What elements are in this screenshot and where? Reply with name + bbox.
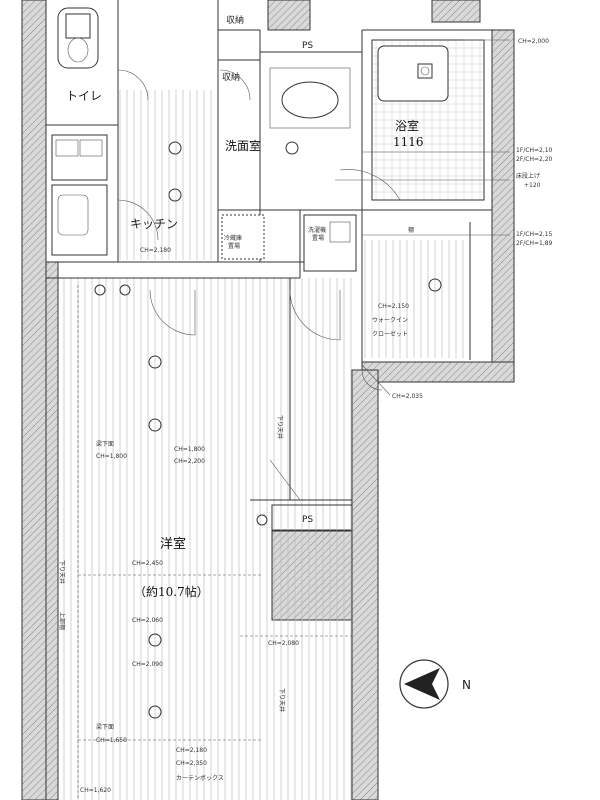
ceiling-down-label: 下り天井: [58, 560, 66, 584]
room-label-fridge: 冷蔵庫置場: [224, 234, 242, 250]
room-label-storage2: 収納: [222, 71, 240, 83]
ps-label-mid: PS: [302, 515, 313, 525]
room-size-western: （約10.7帖）: [134, 584, 209, 599]
room-label-wic: ウォークインクローゼット: [372, 316, 408, 338]
bathtub: [371, 39, 485, 201]
ch-label: CH=1,650: [96, 737, 127, 744]
ch-label: CH=2,150: [378, 303, 409, 310]
ch-label: CH=2,180: [140, 247, 171, 254]
kitchen-fixtures: [51, 134, 357, 272]
interior-walls: [46, 0, 492, 532]
upper-shelf-label: 上部棚: [58, 612, 66, 630]
ch-label: CH=2,180: [176, 747, 207, 754]
curtain-box-label: カーテンボックス: [176, 774, 224, 782]
room-label-storage: 収納: [226, 14, 244, 26]
ch-label: CH=2,200: [174, 458, 205, 465]
floor-raise-value: +120: [524, 182, 541, 189]
shelf-label: 棚: [408, 226, 414, 234]
room-label-bathroom: 浴室: [395, 118, 419, 133]
room-label-washroom: 洗面室: [225, 138, 261, 153]
kitchen-floor: [118, 90, 218, 260]
bath-size-label: 1116: [393, 135, 424, 149]
western-room-floor: [58, 278, 352, 800]
ceiling-lines: [77, 285, 352, 800]
room-label-kitchen: キッチン: [130, 217, 178, 231]
ch-label: CH=2,060: [132, 617, 163, 624]
ch-label: 2F/CH=1,89: [516, 240, 553, 247]
beam-label: 梁下面: [96, 723, 114, 731]
light-fixtures: [94, 141, 442, 719]
floor-raise-label: 床段上げ: [516, 172, 540, 180]
ceiling-down-label: 下り天井: [278, 688, 286, 712]
ch-label: CH=2,000: [518, 38, 549, 45]
doors: [117, 69, 401, 391]
ch-label: CH=2,090: [132, 661, 163, 668]
ch-label: 1F/CH=2,10: [516, 147, 553, 154]
ch-label: CH=2,350: [176, 760, 207, 767]
ch-label: CH=2,450: [132, 560, 163, 567]
room-label-western: 洋室: [160, 536, 186, 552]
ch-label: CH=1,620: [80, 787, 111, 794]
toilet-fixture: [57, 7, 99, 69]
ch-label: 1F/CH=2,15: [516, 231, 553, 238]
ch-label: CH=2,080: [268, 640, 299, 647]
wic-floor: [364, 240, 464, 358]
ch-label: CH=1,800: [96, 453, 127, 460]
compass-icon: [399, 659, 449, 709]
leader-lines: [269, 39, 510, 501]
room-label-toilet: トイレ: [66, 89, 102, 103]
compass-north-label: N: [462, 678, 471, 692]
ch-label: CH=2,035: [392, 393, 423, 400]
beam-label: 梁下面: [96, 440, 114, 448]
ch-label: 2F/CH=2,20: [516, 156, 553, 163]
room-label-washer: 洗濯機置場: [308, 226, 326, 242]
washbasin: [269, 67, 351, 129]
ps-label-top: PS: [302, 41, 313, 51]
ch-label: CH=1,800: [174, 446, 205, 453]
ceiling-down-label: 下り天井: [276, 415, 284, 439]
